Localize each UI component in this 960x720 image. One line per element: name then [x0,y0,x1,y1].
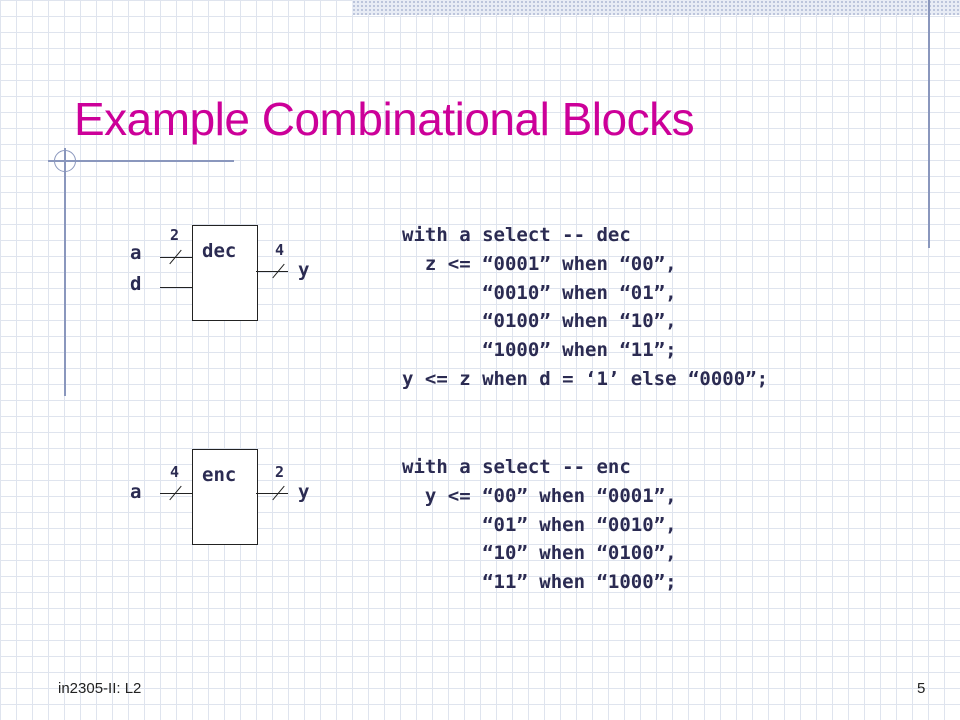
decoder-vhdl-code: with a select -- dec z <= “0001” when “0… [402,221,768,394]
encoder-output-y-wire [256,493,288,494]
encoder-input-a-label: a [130,481,142,503]
decoder-input-d-wire [160,287,192,288]
code-line: “01” when “0010”, [402,513,677,536]
decoder-block [192,225,258,321]
encoder-vhdl-code: with a select -- enc y <= “00” when “000… [402,453,677,597]
top-decorative-band [352,0,960,15]
encoder-input-width: 4 [170,463,180,481]
encoder-block [192,449,258,545]
decoder-input-d-label: d [130,273,142,295]
code-line: z <= “0001” when “00”, [402,252,677,275]
decoder-input-a-wire [160,257,192,258]
encoder-output-y-label: y [298,481,310,503]
right-decorative-line [928,0,930,248]
decoder-block-label: dec [202,240,237,262]
decoder-output-y-label: y [298,259,310,281]
encoder-block-label: enc [202,464,237,486]
page-number: 5 [917,680,926,697]
code-line: with a select -- dec [402,224,631,246]
left-decorative-line [64,148,66,396]
code-line: “0010” when “01”, [402,281,677,304]
code-line: y <= “00” when “0001”, [402,484,677,507]
code-line: “0100” when “10”, [402,310,677,333]
decoder-output-width: 4 [275,241,285,259]
decoder-input-a-label: a [130,242,142,264]
slide-title: Example Combinational Blocks [74,93,695,145]
decoder-output-y-wire [256,271,288,272]
encoder-input-a-wire [160,493,192,494]
encoder-output-width: 2 [275,463,285,481]
code-line: “10” when “0100”, [402,542,677,565]
footer-course-label: in2305-II: L2 [58,680,142,697]
decoder-input-width: 2 [170,226,180,244]
code-line: y <= z when d = ‘1’ else “0000”; [402,367,769,390]
code-line: “11” when “1000”; [402,571,677,594]
corner-circle-mark [54,150,76,172]
code-line: “1000” when “11”; [402,339,677,362]
title-underline [48,160,234,162]
code-line: with a select -- enc [402,456,631,478]
